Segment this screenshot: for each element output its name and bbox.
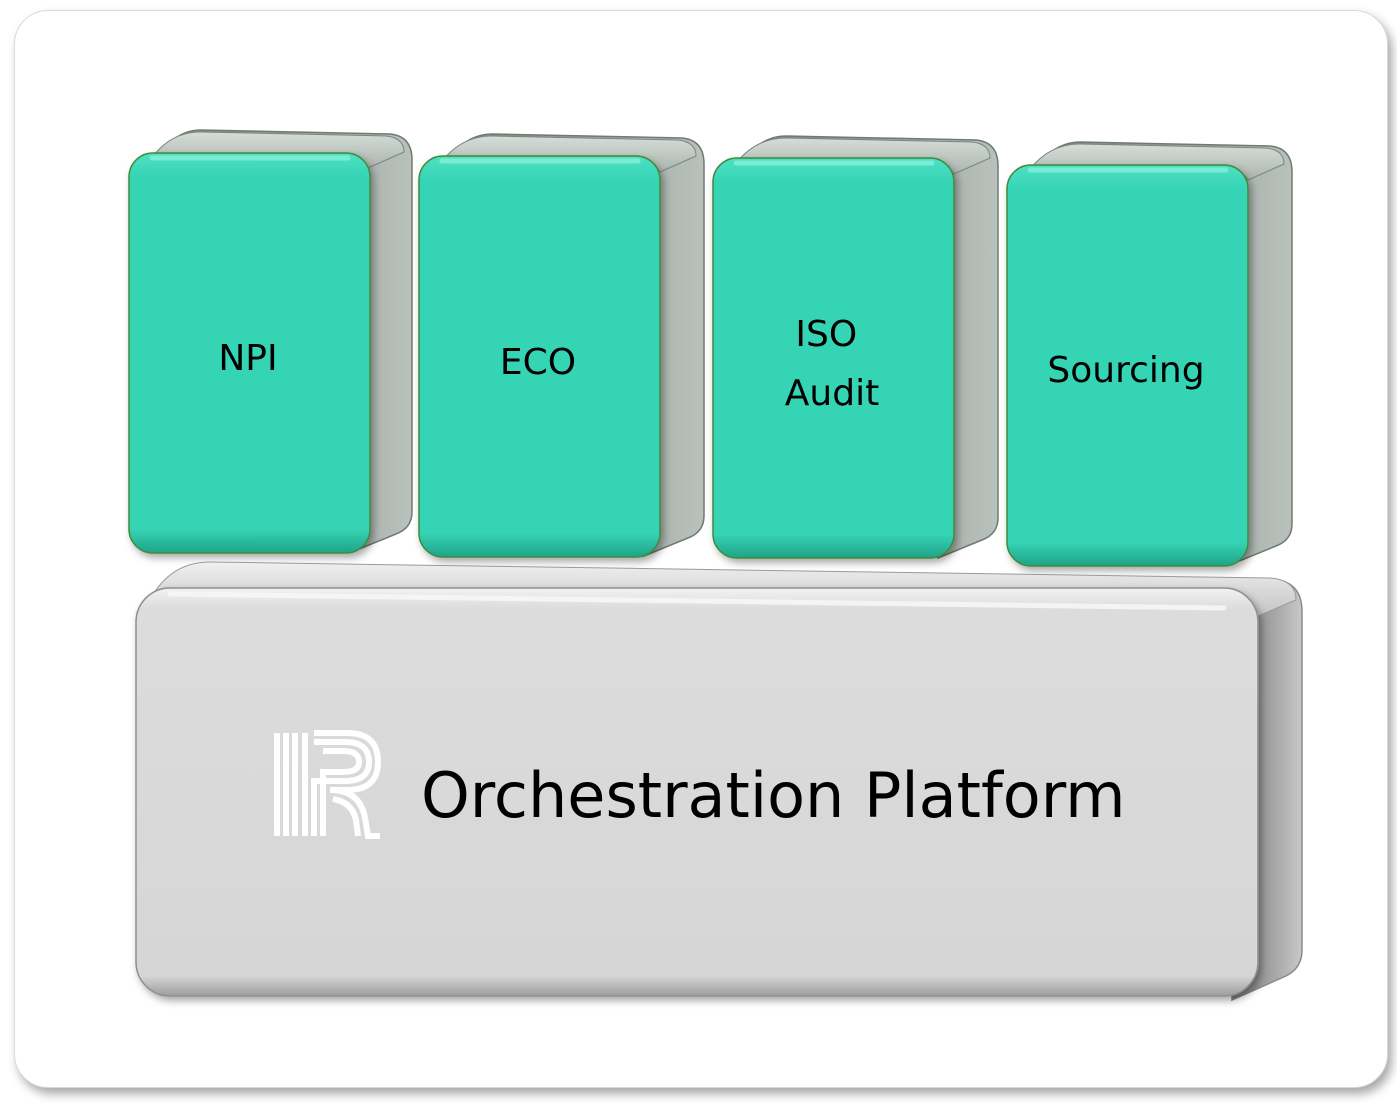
orchestration-platform: Orchestration Platform — [135, 561, 1303, 1002]
module-iso-audit: ISO Audit — [712, 135, 999, 560]
module-eco-label: ECO — [500, 342, 576, 383]
module-sourcing: Sourcing — [1006, 141, 1293, 567]
module-eco-face — [418, 155, 661, 558]
module-iso-audit-label: ISO Audit — [785, 314, 879, 414]
module-npi-label: NPI — [218, 338, 277, 379]
module-eco: ECO — [418, 133, 705, 558]
module-iso-audit-face — [712, 157, 955, 559]
platform-face — [135, 587, 1259, 997]
module-npi: NPI — [128, 129, 413, 554]
module-sourcing-label: Sourcing — [1047, 350, 1204, 391]
module-sourcing-face — [1006, 164, 1249, 567]
module-npi-face — [128, 152, 371, 554]
r-logo-icon — [274, 730, 382, 839]
platform-label: Orchestration Platform — [421, 759, 1126, 832]
